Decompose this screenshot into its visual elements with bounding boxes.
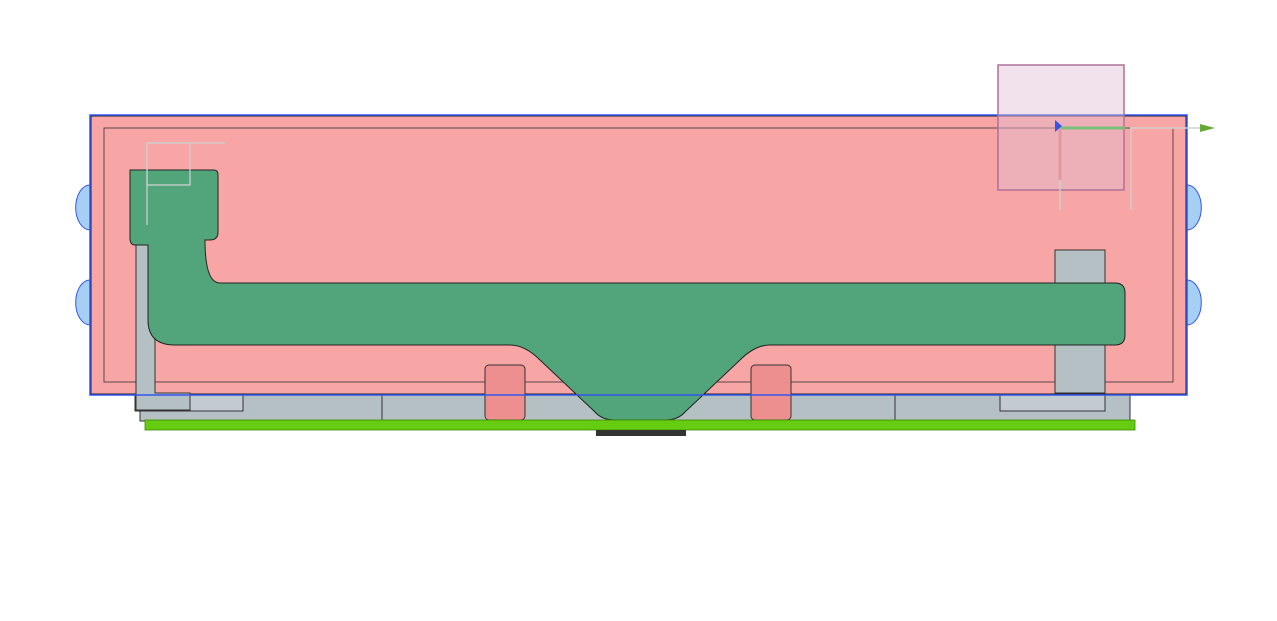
side-mount-tabs <box>75 184 1202 326</box>
wcs-zc-arrow-icon <box>1055 120 1062 132</box>
standoff-left <box>484 364 526 421</box>
selection-outline <box>89 114 1188 396</box>
y-arrow-icon <box>1200 124 1215 132</box>
wcs-triad[interactable] <box>1055 120 1125 210</box>
left-datum-csys <box>146 142 225 225</box>
bus-bar <box>129 169 1126 421</box>
standoff-right <box>750 364 792 421</box>
pcb <box>144 419 1136 436</box>
absolute-csys <box>1130 124 1215 210</box>
